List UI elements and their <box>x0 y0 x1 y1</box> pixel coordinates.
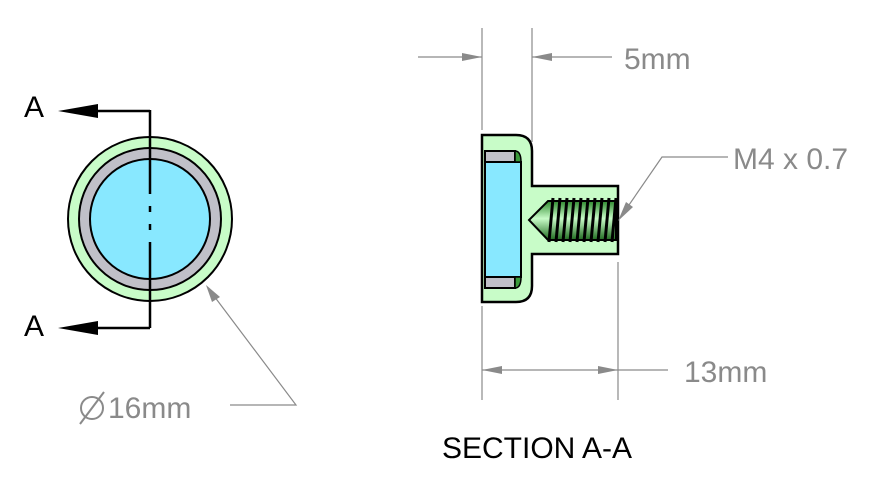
thread-callout: M4 x 0.7 <box>733 143 848 176</box>
leader-arrow-icon <box>618 202 633 221</box>
diameter-icon <box>79 391 105 425</box>
dim-arrow-icon <box>532 53 552 61</box>
length-dimension-label: 13mm <box>684 356 767 389</box>
dim-arrow-icon <box>598 366 618 374</box>
arrow-top-icon <box>58 104 98 118</box>
cup-fillet-bottom <box>514 276 522 289</box>
width-dimension-label: 5mm <box>624 43 691 76</box>
cup-ring-bottom <box>484 276 516 289</box>
magnet-section <box>484 161 522 278</box>
front-view: A A 16mm <box>24 91 298 425</box>
arrow-bottom-icon <box>58 321 98 335</box>
cup-fillet-top <box>514 150 522 163</box>
cup-ring-top <box>484 150 516 163</box>
dim-arrow-icon <box>462 53 482 61</box>
section-label-bottom: A <box>24 310 44 343</box>
thread-leader <box>619 156 728 219</box>
leader-arrow-icon <box>206 285 220 302</box>
length-dimension <box>481 262 668 400</box>
diameter-leader <box>207 287 298 406</box>
dim-arrow-icon <box>482 366 502 374</box>
diameter-label: 16mm <box>108 392 191 425</box>
width-dimension <box>418 28 612 142</box>
section-view: 5mm 13mm M4 x 0.7 SECTION A-A <box>418 28 848 465</box>
thread-lines <box>547 197 618 243</box>
section-label-top: A <box>24 91 44 124</box>
section-title: SECTION A-A <box>442 432 632 465</box>
